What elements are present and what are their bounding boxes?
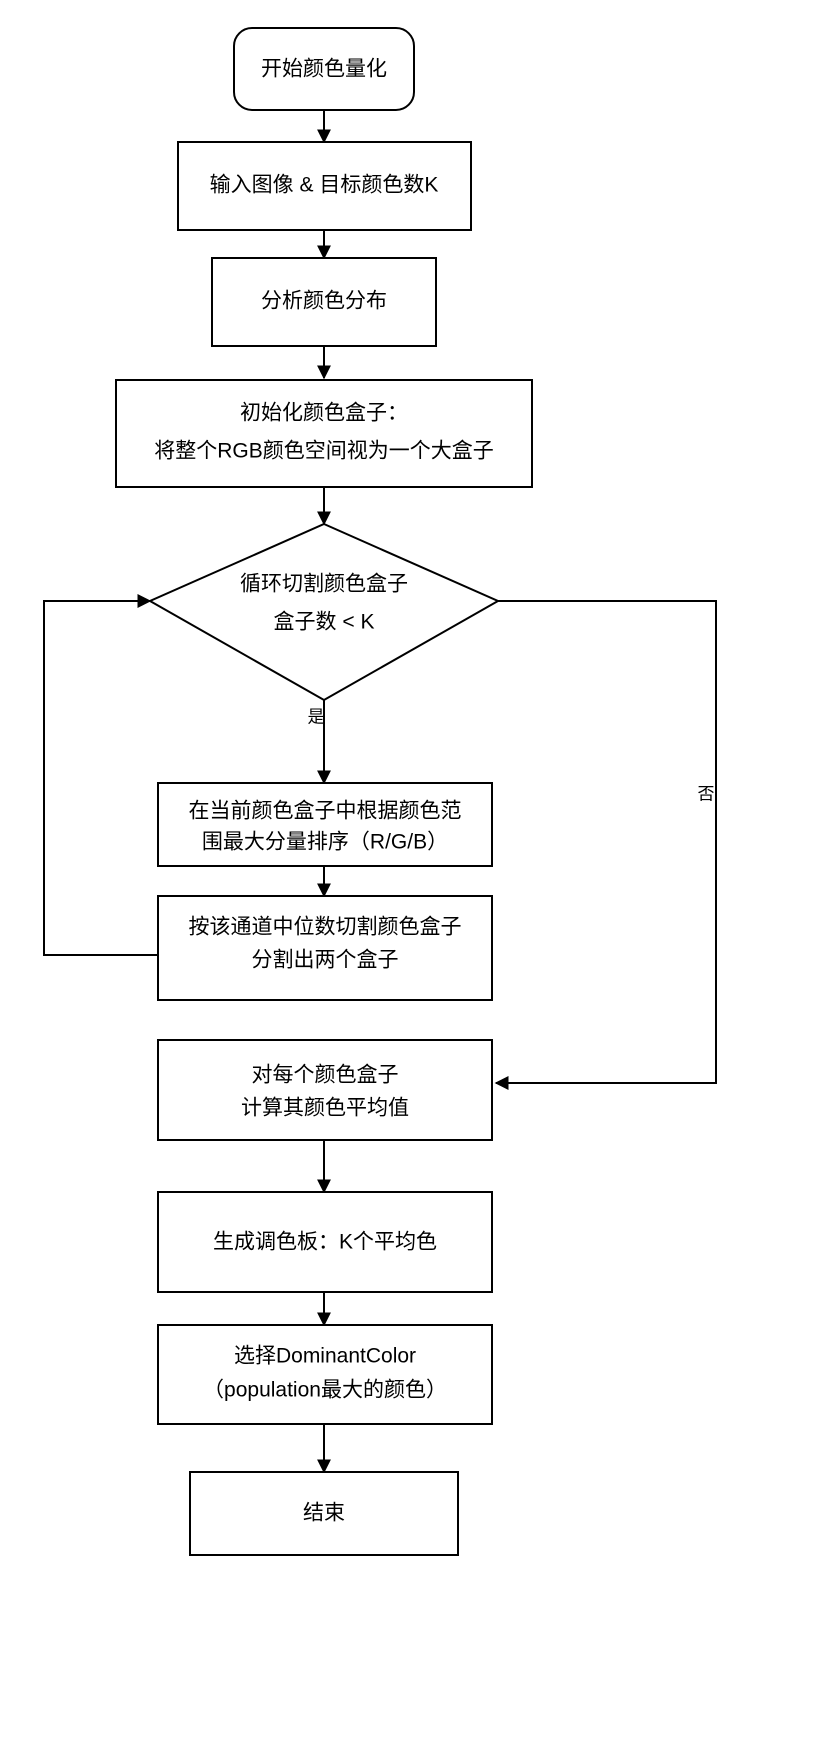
node-average-line-1: 计算其颜色平均值	[241, 1097, 409, 1120]
node-init-boxes-line-1: 将整个RGB颜色空间视为一个大盒子	[154, 440, 494, 463]
node-dominant[interactable]: 选择DominantColor （population最大的颜色）	[157, 1324, 493, 1425]
node-analyze[interactable]: 分析颜色分布	[211, 257, 437, 347]
node-start-line-0: 开始颜色量化	[261, 58, 387, 81]
node-average[interactable]: 对每个颜色盒子 计算其颜色平均值	[157, 1039, 493, 1141]
edge-label-yes: 是	[308, 707, 325, 726]
node-decision-line-1: 盒子数 < K	[274, 611, 375, 634]
node-sort-channel-line-0: 在当前颜色盒子中根据颜色范	[189, 800, 462, 823]
node-dominant-line-1: （population最大的颜色）	[203, 1379, 447, 1402]
edge-label-no: 否	[698, 784, 715, 803]
node-split-median-line-1: 分割出两个盒子	[252, 949, 399, 972]
node-input[interactable]: 输入图像 & 目标颜色数K	[177, 141, 472, 231]
node-start[interactable]: 开始颜色量化	[233, 27, 415, 111]
node-decision[interactable]: 循环切割颜色盒子 盒子数 < K	[147, 522, 501, 702]
edge-split-loop-back-to-decision	[43, 594, 158, 956]
edge-decision-no-to-average	[494, 600, 717, 1090]
node-average-line-0: 对每个颜色盒子	[252, 1064, 399, 1087]
node-sort-channel-line-1: 围最大分量排序（R/G/B）	[202, 831, 448, 854]
node-analyze-line-0: 分析颜色分布	[261, 290, 387, 313]
node-split-median-line-0: 按该通道中位数切割颜色盒子	[189, 916, 462, 939]
node-palette-line-0: 生成调色板：K个平均色	[213, 1231, 437, 1254]
node-palette[interactable]: 生成调色板：K个平均色	[157, 1191, 493, 1293]
node-sort-channel[interactable]: 在当前颜色盒子中根据颜色范 围最大分量排序（R/G/B）	[157, 782, 493, 867]
node-end-line-0: 结束	[303, 1502, 345, 1525]
node-init-boxes[interactable]: 初始化颜色盒子： 将整个RGB颜色空间视为一个大盒子	[115, 379, 533, 488]
node-end[interactable]: 结束	[189, 1471, 459, 1556]
node-init-boxes-line-0: 初始化颜色盒子：	[240, 402, 408, 425]
node-split-median[interactable]: 按该通道中位数切割颜色盒子 分割出两个盒子	[157, 895, 493, 1001]
node-input-line-0: 输入图像 & 目标颜色数K	[210, 174, 439, 197]
node-decision-line-0: 循环切割颜色盒子	[240, 573, 408, 596]
node-dominant-line-0: 选择DominantColor	[234, 1345, 416, 1368]
edge-layer	[43, 110, 717, 1474]
